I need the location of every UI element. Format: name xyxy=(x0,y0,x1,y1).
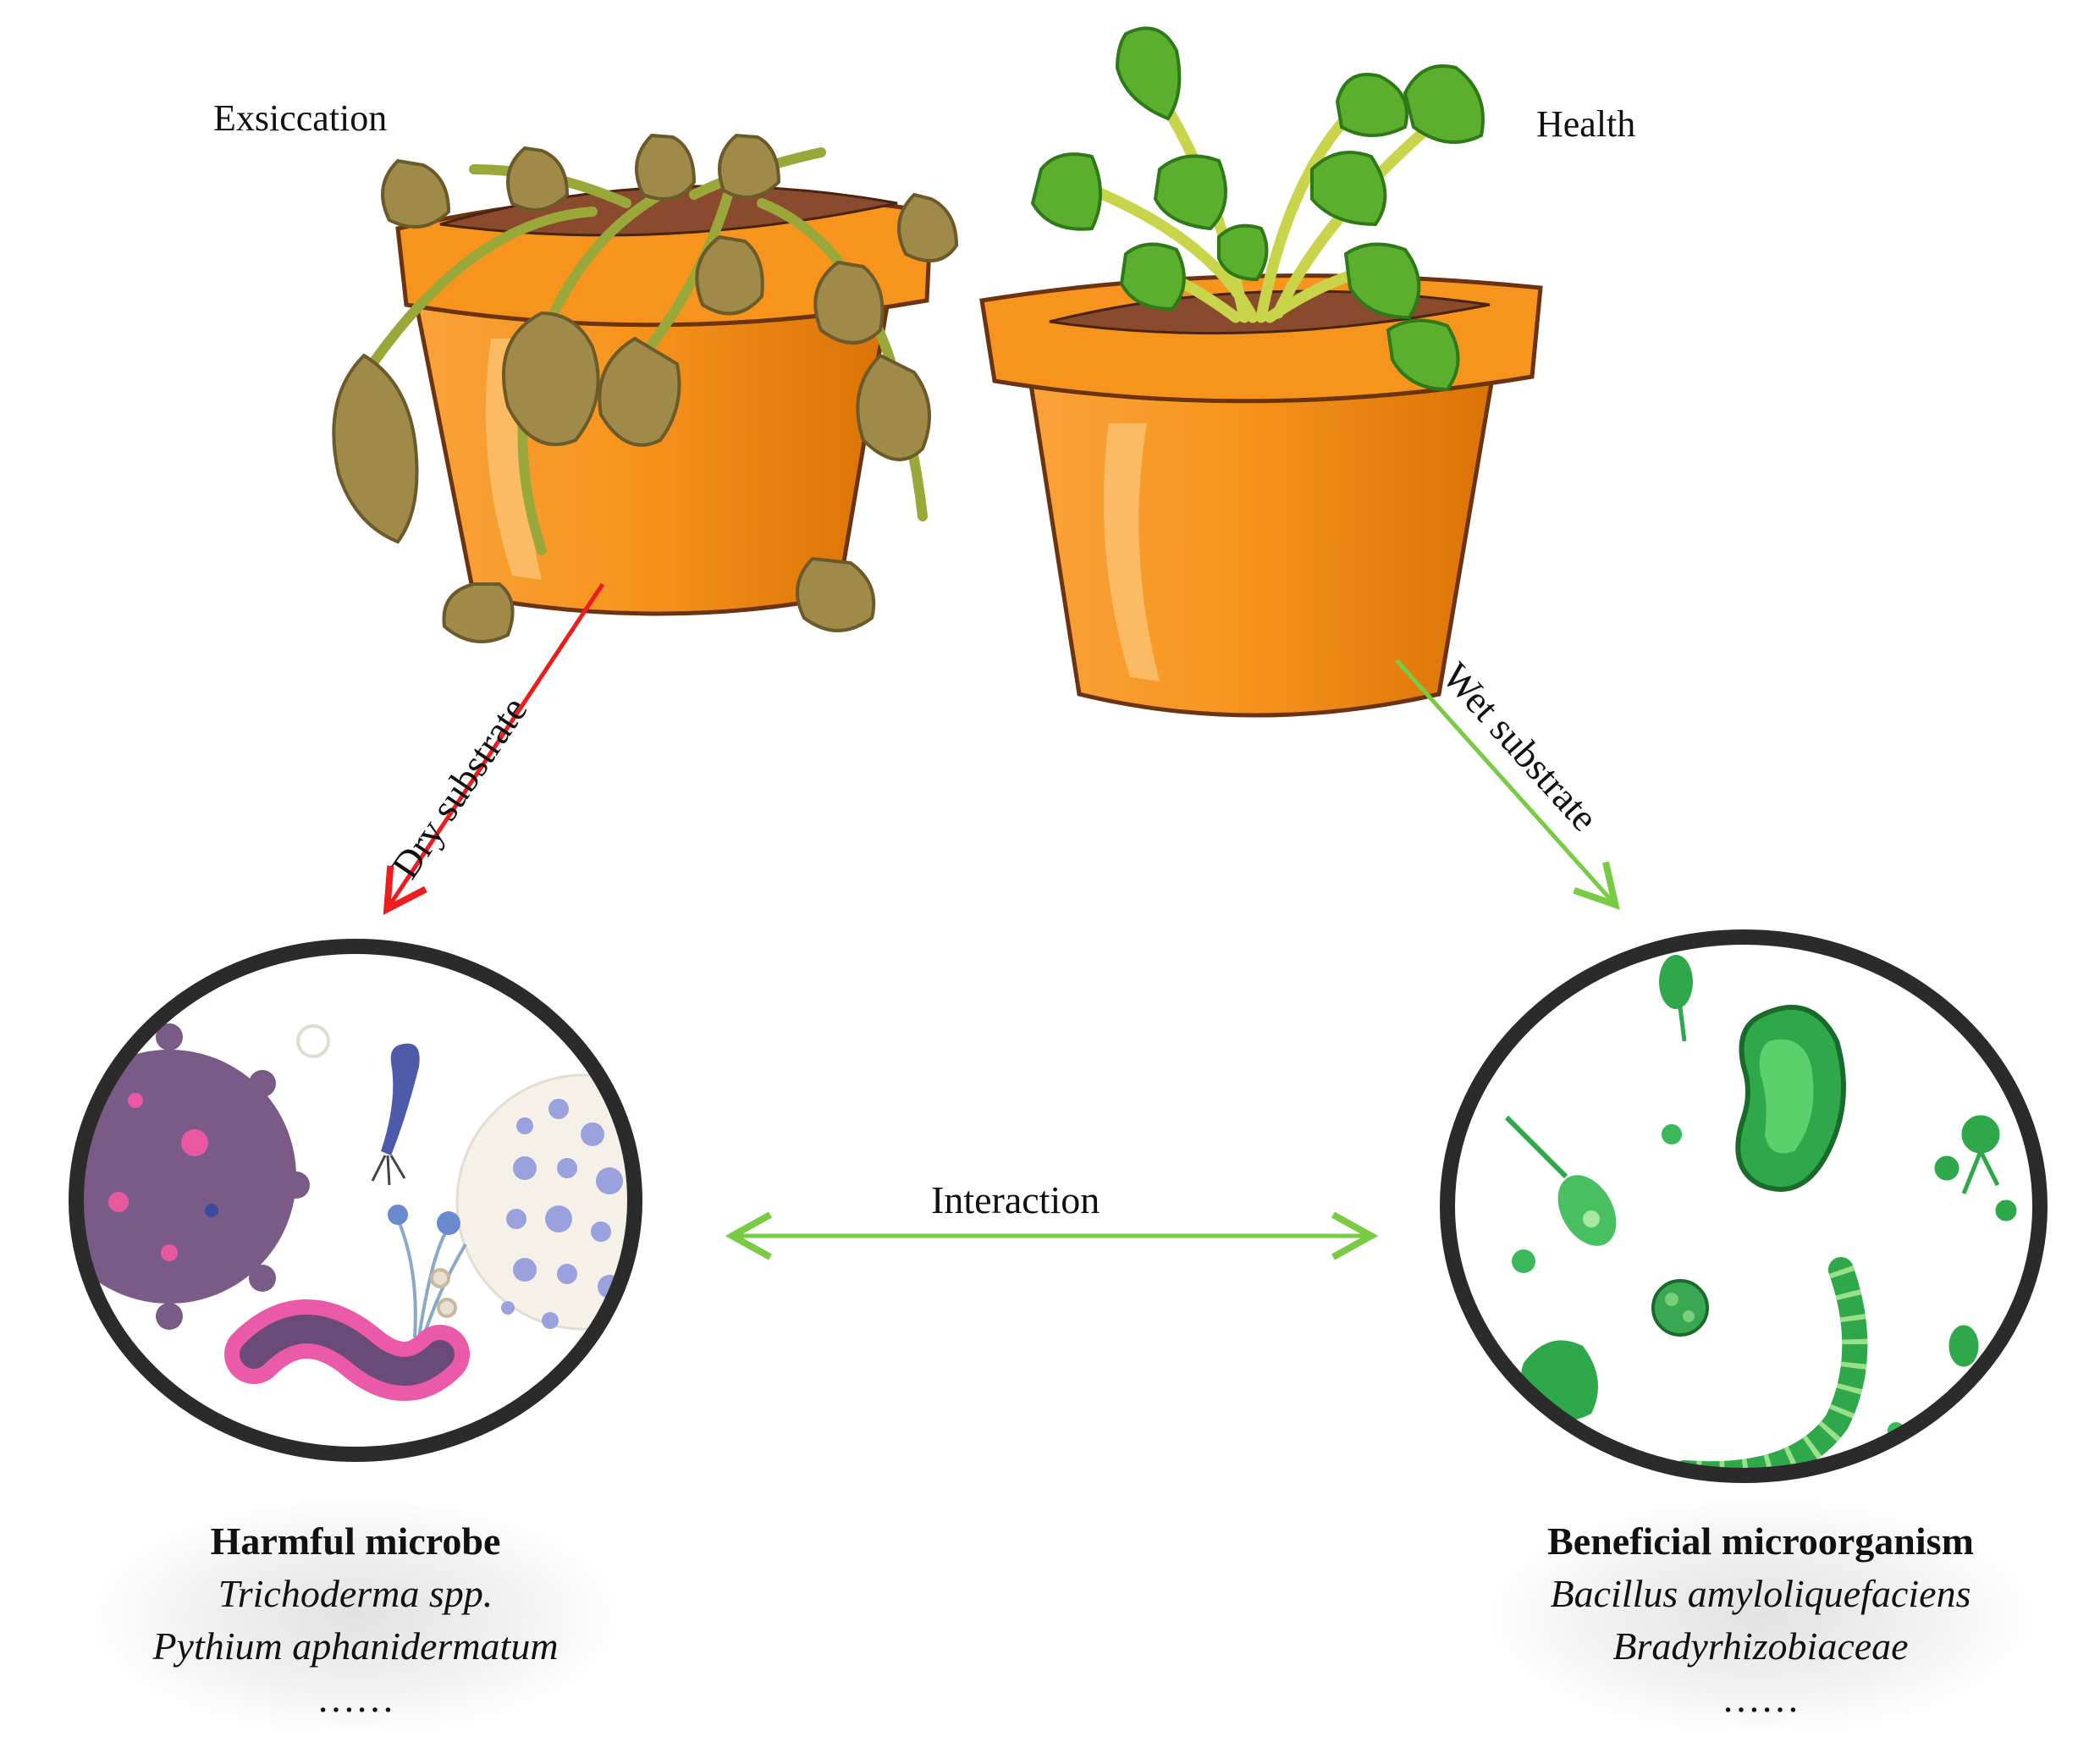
harmful-more: …… xyxy=(317,1677,394,1720)
sporangium-icon xyxy=(1934,1115,2017,1367)
healthy-plant-pot xyxy=(979,26,1543,718)
beneficial-species-1: Bacillus amyloliquefaciens xyxy=(1550,1572,1971,1615)
healthy-leaves xyxy=(1030,26,1485,392)
wet-substrate-arrow xyxy=(1395,659,1620,910)
harmful-microbe-lens xyxy=(69,939,642,1462)
virus-icon xyxy=(76,1023,310,1330)
interaction-label: Interaction xyxy=(931,1178,1100,1221)
harmful-species-2: Pythium aphanidermatum xyxy=(152,1624,559,1668)
beneficial-more: …… xyxy=(1722,1677,1800,1720)
beneficial-caption-glow xyxy=(1490,1498,2031,1735)
conidiophore-icon xyxy=(388,1205,467,1338)
harmful-caption: Harmful microbe Trichoderma spp. Pythium… xyxy=(93,1515,618,1725)
harmful-caption-glow xyxy=(93,1498,618,1735)
fungus-spore-icon xyxy=(371,1043,420,1186)
stalked-spore-icon xyxy=(1659,955,1693,1042)
wilted-plant-pot xyxy=(332,133,959,643)
beneficial-title: Beneficial microorganism xyxy=(1547,1519,1974,1563)
beneficial-species-2: Bradyrhizobiaceae xyxy=(1612,1624,1909,1668)
dry-substrate-arrow xyxy=(383,582,605,916)
health-label: Health xyxy=(1536,103,1636,145)
pale-virus-icon xyxy=(455,1073,635,1331)
bean-bacterium-icon xyxy=(1735,1005,1846,1192)
beneficial-microorganism-lens xyxy=(1440,929,2048,1483)
harmful-species-1: Trichoderma spp. xyxy=(218,1572,493,1615)
pink-bacterium-icon xyxy=(224,1299,470,1401)
harmful-title: Harmful microbe xyxy=(210,1519,501,1563)
exsiccation-label: Exsiccation xyxy=(213,97,388,139)
green-cluster-icon xyxy=(1651,1279,1709,1337)
flagellate-icon xyxy=(1504,1115,1617,1246)
wilted-leaves xyxy=(332,133,959,643)
beneficial-caption: Beneficial microorganism Bacillus amylol… xyxy=(1490,1515,2031,1725)
